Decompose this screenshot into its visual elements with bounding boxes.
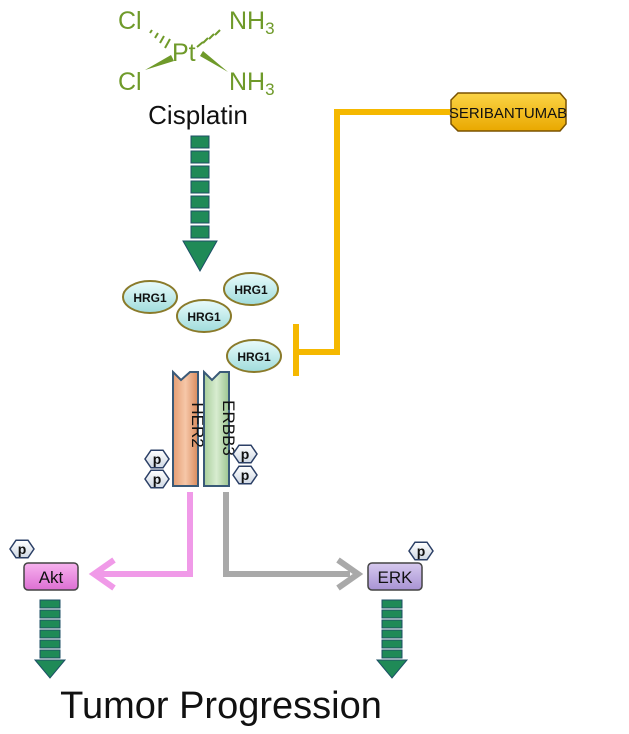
arrow-segment: [39, 609, 61, 619]
arrow-segment: [39, 649, 61, 659]
phospho-group: p: [232, 444, 258, 464]
atom-nh3-top-text: NH: [229, 7, 265, 35]
phospho-label: p: [18, 541, 27, 557]
arrow-segment: [381, 629, 403, 639]
hashed-bond-left: [149, 29, 171, 49]
wedge-bond-right: [200, 51, 228, 72]
her2-receptor: HER2: [172, 369, 207, 487]
arrow-head: [375, 659, 409, 679]
seribantumab-box: SERIBANTUMAB: [449, 92, 567, 132]
cisplatin-arrow: [182, 135, 218, 273]
hrg1-label: HRG1: [187, 310, 221, 324]
her2-label: HER2: [188, 402, 207, 447]
atom-cl-bottom: Cl: [118, 68, 142, 96]
erbb3-receptor: ERBB3: [203, 369, 238, 487]
akt-protein: Akt: [23, 562, 79, 591]
hrg1-ligand: HRG1: [223, 272, 279, 306]
arrow-head: [182, 240, 218, 273]
subscript-3: 3: [265, 19, 274, 38]
arrow-segment: [39, 619, 61, 629]
arrow-segment: [381, 599, 403, 609]
arrow-segment: [190, 195, 210, 209]
phospho-group: p: [144, 449, 170, 469]
phospho-label: p: [417, 543, 426, 559]
arrow-segment: [381, 639, 403, 649]
arrow-segment: [39, 599, 61, 609]
atom-pt: Pt: [172, 39, 196, 67]
akt-down-arrow: [33, 599, 67, 679]
arrow-head: [33, 659, 67, 679]
hrg1-label: HRG1: [237, 350, 271, 364]
seribantumab-label: SERIBANTUMAB: [449, 105, 567, 122]
hrg1-ligand: HRG1: [122, 280, 178, 314]
erbb3-label: ERBB3: [219, 400, 238, 456]
wedge-bond-left: [145, 55, 174, 70]
arrow-segment: [190, 180, 210, 194]
phospho-group: p: [9, 539, 35, 559]
atom-nh3-bottom-text: NH: [229, 68, 265, 96]
phospho-label: p: [153, 451, 162, 467]
phospho-group: p: [144, 469, 170, 489]
phospho-label: p: [241, 467, 250, 483]
akt-arrowhead: [88, 557, 116, 591]
erk-protein: ERK: [367, 562, 423, 591]
arrow-segment: [190, 150, 210, 164]
atom-nh3-top: NH3: [229, 7, 275, 38]
subscript-3: 3: [265, 80, 274, 99]
hrg1-label: HRG1: [234, 283, 268, 297]
hrg1-ligand: HRG1: [226, 339, 282, 373]
arrow-segment: [381, 649, 403, 659]
inhibition-line: [293, 109, 450, 376]
atom-nh3-bottom: NH3: [229, 68, 275, 99]
arrow-segment: [39, 639, 61, 649]
arrow-segment: [381, 609, 403, 619]
hashed-bond-right: [196, 29, 221, 48]
tumor-progression-label: Tumor Progression: [60, 685, 382, 727]
erk-label: ERK: [378, 568, 414, 587]
arrow-segment: [39, 629, 61, 639]
hrg1-ligand: HRG1: [176, 299, 232, 333]
cisplatin-structure: Cl Cl Pt NH3 NH3: [118, 7, 275, 99]
erk-arrowhead: [336, 557, 364, 591]
arrow-segment: [190, 210, 210, 224]
erk-down-arrow: [375, 599, 409, 679]
phospho-group: p: [408, 541, 434, 561]
erk-signal-line: [223, 492, 350, 577]
akt-label: Akt: [39, 568, 64, 587]
arrow-segment: [190, 225, 210, 239]
phospho-group: p: [232, 465, 258, 485]
arrow-segment: [190, 165, 210, 179]
akt-signal-line: [98, 492, 193, 577]
phospho-label: p: [153, 471, 162, 487]
phospho-label: p: [241, 446, 250, 462]
hrg1-label: HRG1: [133, 291, 167, 305]
arrow-segment: [190, 135, 210, 149]
arrow-segment: [381, 619, 403, 629]
cisplatin-label: Cisplatin: [148, 100, 248, 130]
atom-cl-top: Cl: [118, 7, 142, 35]
